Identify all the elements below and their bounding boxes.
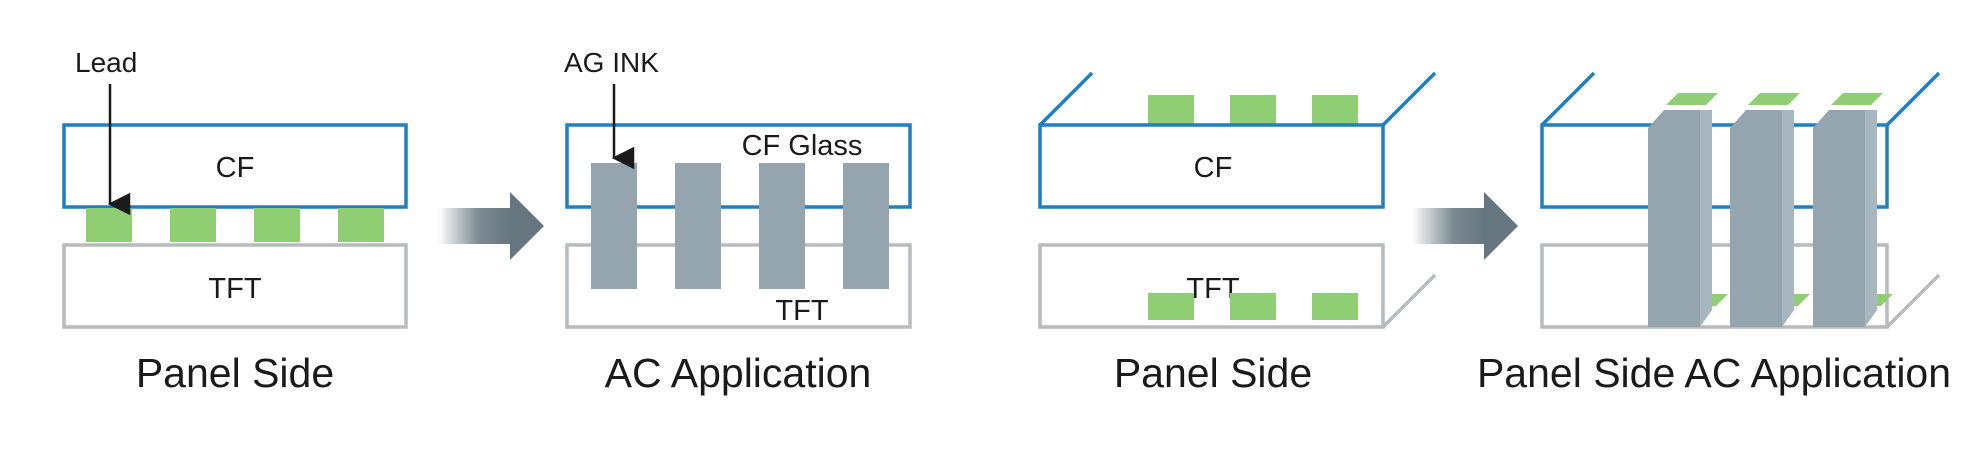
cf-depth-edge [1381,71,1437,127]
panel-2: CF Glass TFT AG INK AC Application [564,47,912,396]
panel-1: CF TFT Lead Panel Side [62,47,408,396]
panel-3: CF TFT Panel Side [1038,71,1437,396]
lead-pad-top [1748,93,1800,105]
lead-pad [86,208,132,242]
lead-callout-label: Lead [75,47,137,78]
lead-pad [338,208,384,242]
lead-pads-top [1148,95,1358,124]
panel-caption: AC Application [605,350,872,396]
lead-pads [86,208,384,242]
ag-ink-column-side [1782,110,1794,327]
lead-pad [254,208,300,242]
lead-pad [1230,293,1276,320]
lead-pads-bottom [1148,293,1358,320]
tft-depth-edge [1885,273,1941,329]
right-process-arrow-icon [438,192,544,260]
tft-label: TFT [775,295,828,327]
ag-ink-column [843,163,889,289]
lead-pad [1312,293,1358,320]
lead-pad [1312,95,1358,124]
tft-label: TFT [208,273,261,305]
cf-box [1038,123,1385,209]
lead-pad [1230,95,1276,124]
ag-ink-column [675,163,721,289]
lead-pad [170,208,216,242]
cf-glass-label: CF Glass [742,130,863,162]
ag-ink-column [1813,110,1865,327]
ag-ink-column-side [1700,110,1712,327]
cf-label: CF [1194,152,1233,184]
tft-box [62,243,408,329]
lead-pad [1148,293,1194,320]
lead-pad-top [1666,93,1718,105]
panel-caption: Panel Side AC Application [1477,350,1951,396]
panel-caption: Panel Side [136,350,334,396]
cf-label: CF [216,152,255,184]
cf-depth-edge [1540,71,1596,127]
ag-ink-column [1648,110,1700,327]
ag-ink-column-side [1865,110,1877,327]
ag-ink-callout-label: AG INK [564,47,659,78]
lead-pad [1148,95,1194,124]
ag-ink-column [1730,110,1782,327]
ag-ink-column [591,163,637,289]
panel-4: Panel Side AC Application [1477,71,1951,396]
lead-pad-top [1831,93,1883,105]
panel-caption: Panel Side [1114,350,1312,396]
ag-ink-column [759,163,805,289]
right-process-arrow-icon [1412,192,1518,260]
side-ag-ink-columns [1648,93,1893,327]
ag-ink-columns [591,163,889,289]
cf-depth-edge [1038,71,1094,127]
cf-depth-edge [1885,71,1941,127]
tft-depth-edge [1381,273,1437,329]
